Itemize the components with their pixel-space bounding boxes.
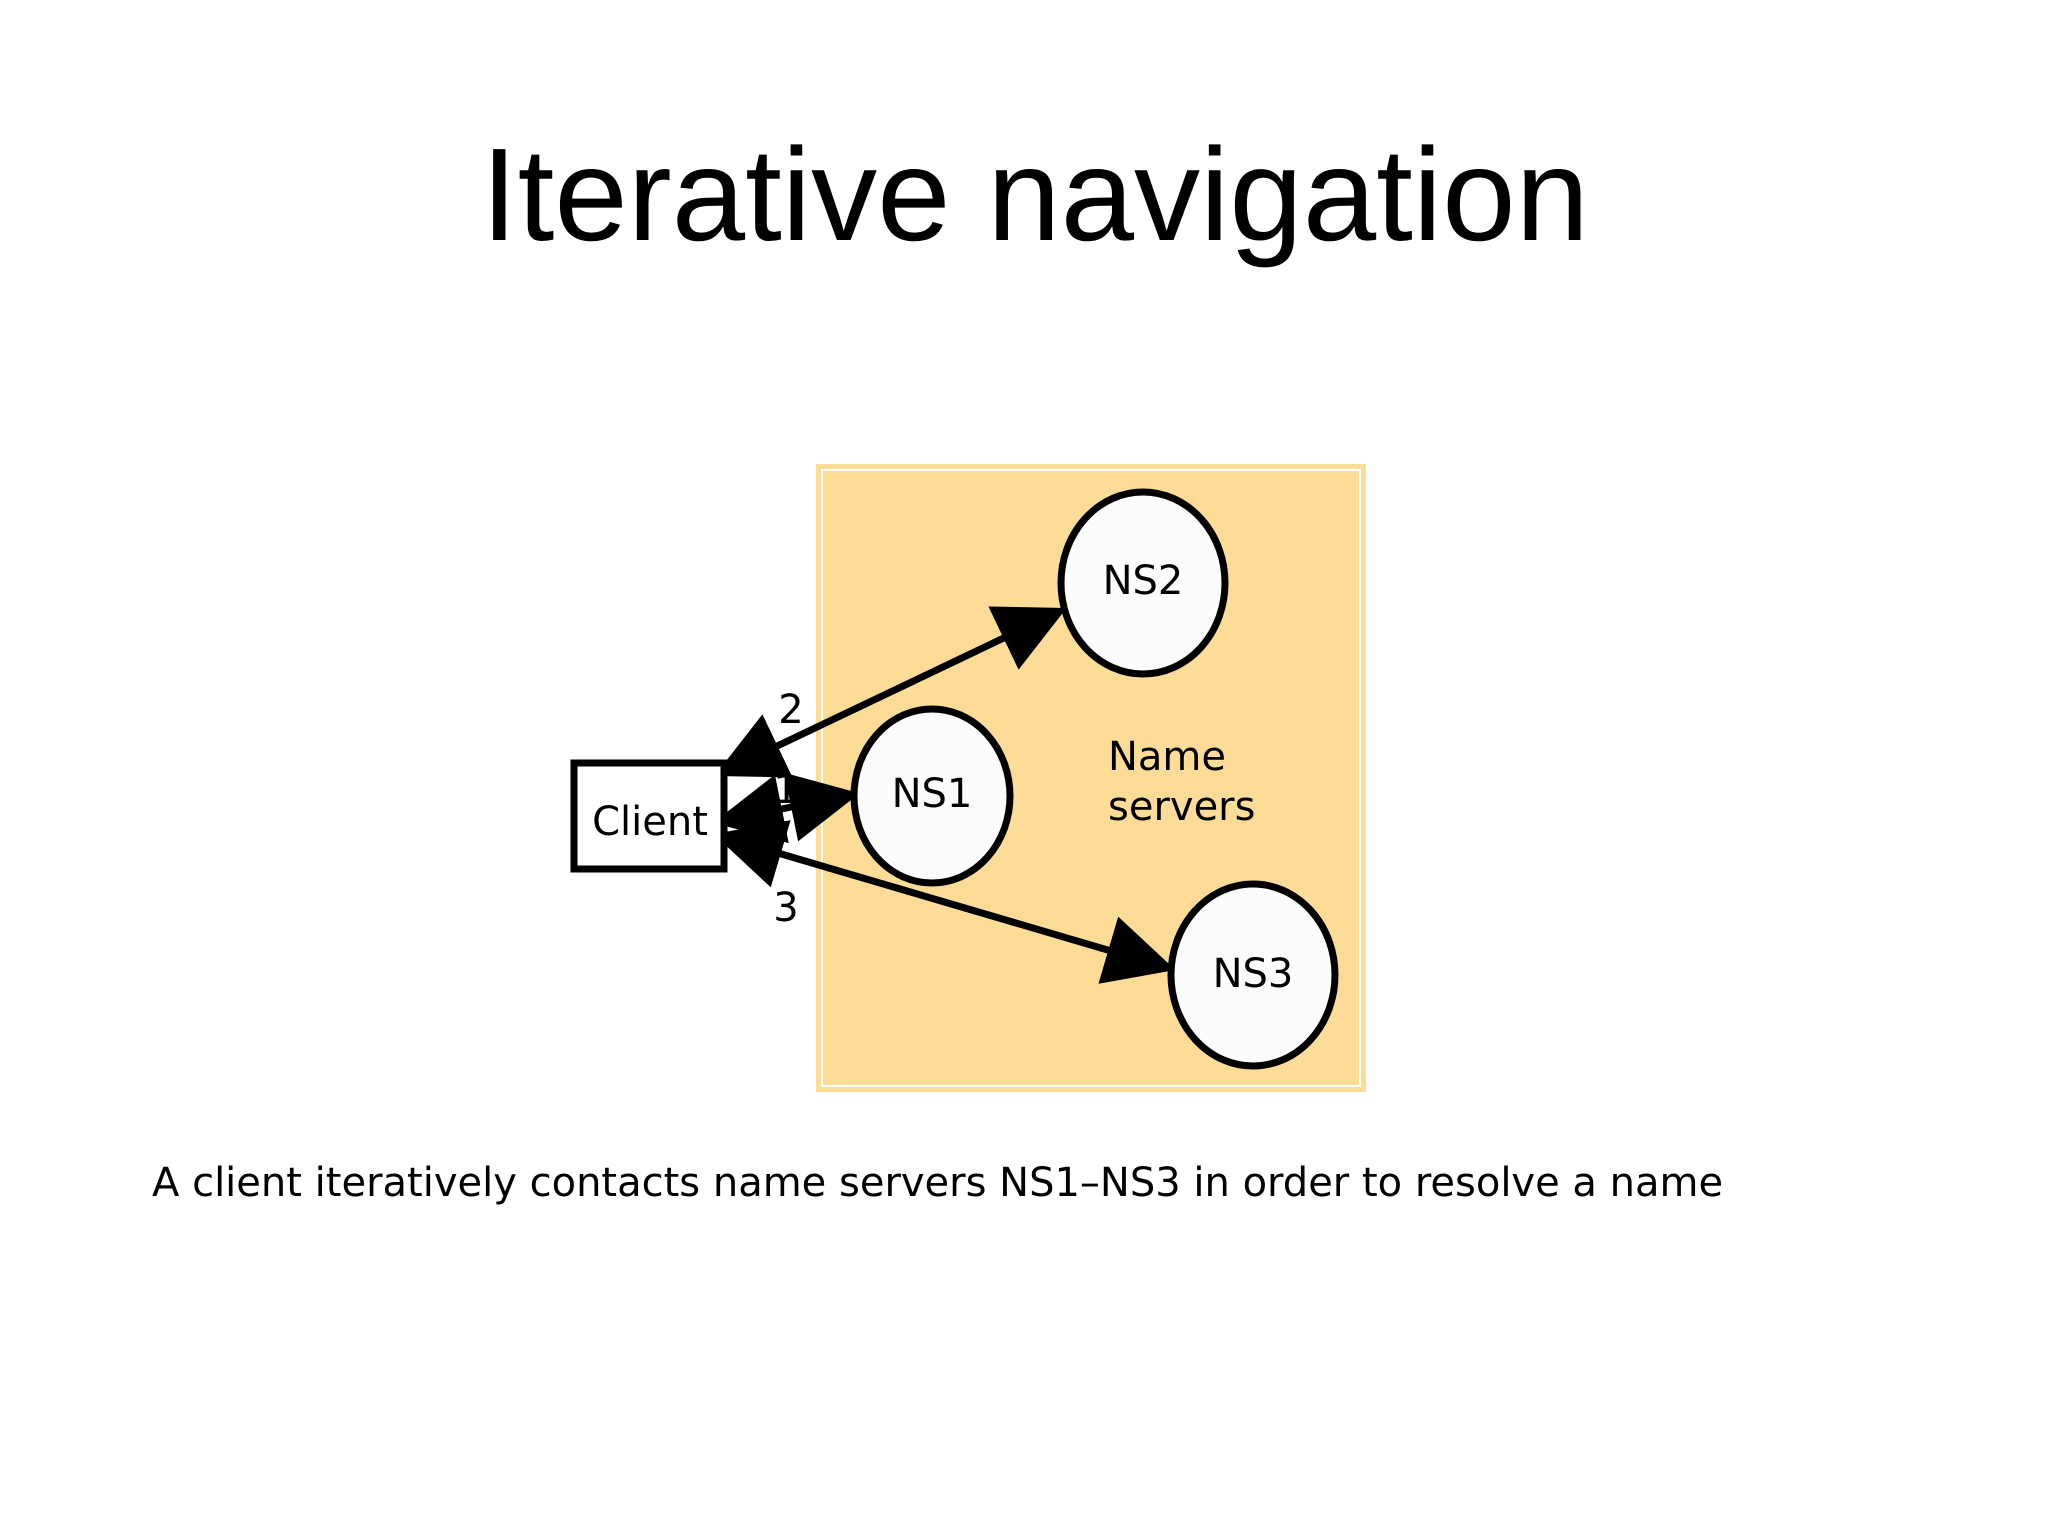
arrow-step-1 bbox=[713, 772, 860, 844]
step-1-label: 1 bbox=[773, 767, 798, 813]
slide-caption: A client iteratively contacts name serve… bbox=[152, 1160, 1724, 1206]
step-2-label: 2 bbox=[778, 687, 803, 733]
step-3-label: 3 bbox=[773, 885, 798, 931]
arrow-step-2 bbox=[714, 606, 1067, 778]
ns1-node bbox=[850, 705, 1014, 887]
name-servers-label-line1: Name bbox=[1108, 734, 1226, 780]
arrow-step-3 bbox=[713, 820, 1176, 984]
ns1-label: NS1 bbox=[892, 771, 973, 817]
name-servers-label-line2: servers bbox=[1108, 784, 1255, 830]
ns2-node bbox=[1057, 488, 1229, 678]
ns3-node bbox=[1167, 880, 1339, 1070]
client-label: Client bbox=[592, 799, 708, 845]
client-box bbox=[570, 759, 728, 873]
ns2-label: NS2 bbox=[1103, 558, 1184, 604]
ns3-label: NS3 bbox=[1213, 951, 1294, 997]
slide-title: Iterative navigation bbox=[480, 121, 1589, 268]
